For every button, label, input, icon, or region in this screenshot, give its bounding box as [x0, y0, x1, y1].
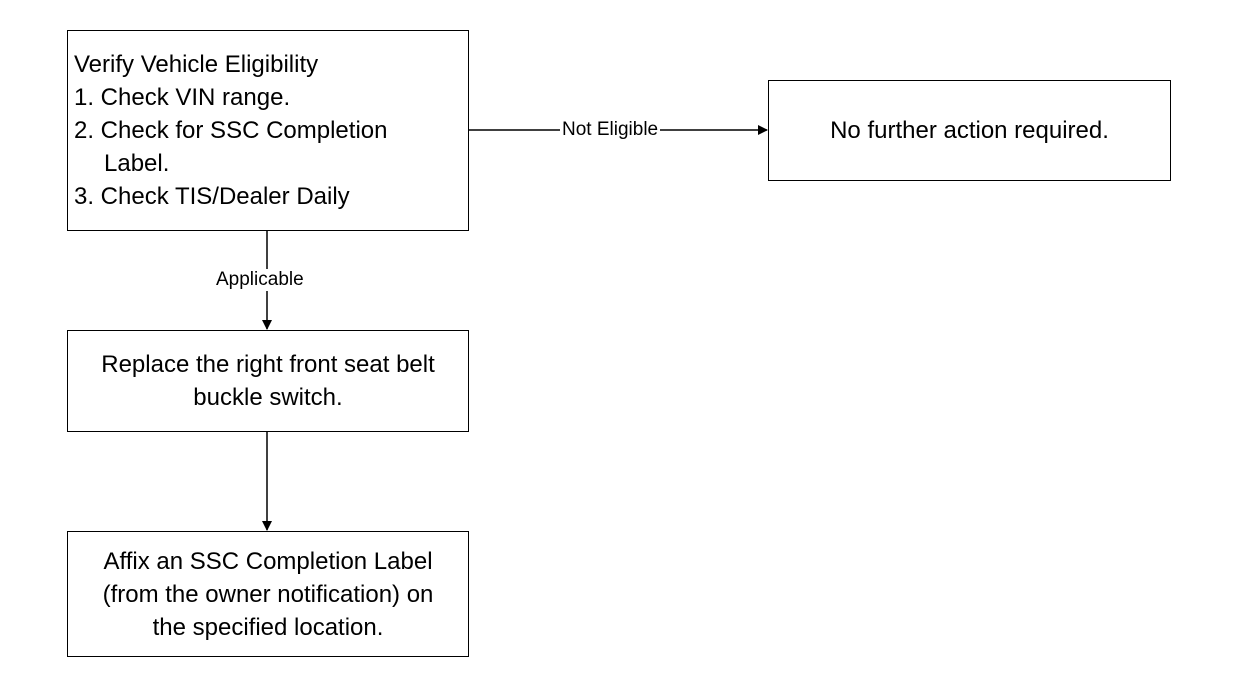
- no-action-text: No further action required.: [830, 117, 1109, 144]
- verify-step-1: 1. Check VIN range.: [74, 84, 291, 111]
- replace-switch-box: Replace the right front seat belt buckle…: [67, 330, 469, 432]
- affix-line-2: (from the owner notification) on: [102, 580, 434, 608]
- verify-step-3: 3. Check TIS/Dealer Daily: [74, 183, 350, 210]
- edge-label-not-eligible: Not Eligible: [560, 119, 661, 141]
- verify-eligibility-box: Verify Vehicle Eligibility 1. Check VIN …: [67, 30, 469, 231]
- verify-title: Verify Vehicle Eligibility: [74, 51, 319, 78]
- no-action-box: No further action required.: [768, 80, 1171, 181]
- replace-line-2: buckle switch.: [193, 384, 343, 411]
- affix-line-3: the specified location.: [152, 613, 384, 641]
- replace-line-1: Replace the right front seat belt: [101, 351, 435, 378]
- affix-label-box: Affix an SSC Completion Label (from the …: [67, 531, 469, 657]
- edge-label-applicable: Applicable: [214, 269, 306, 291]
- affix-line-1: Affix an SSC Completion Label: [103, 547, 433, 575]
- verify-step-2-continued: Label.: [104, 150, 170, 177]
- verify-step-2: 2. Check for SSC Completion: [74, 117, 388, 144]
